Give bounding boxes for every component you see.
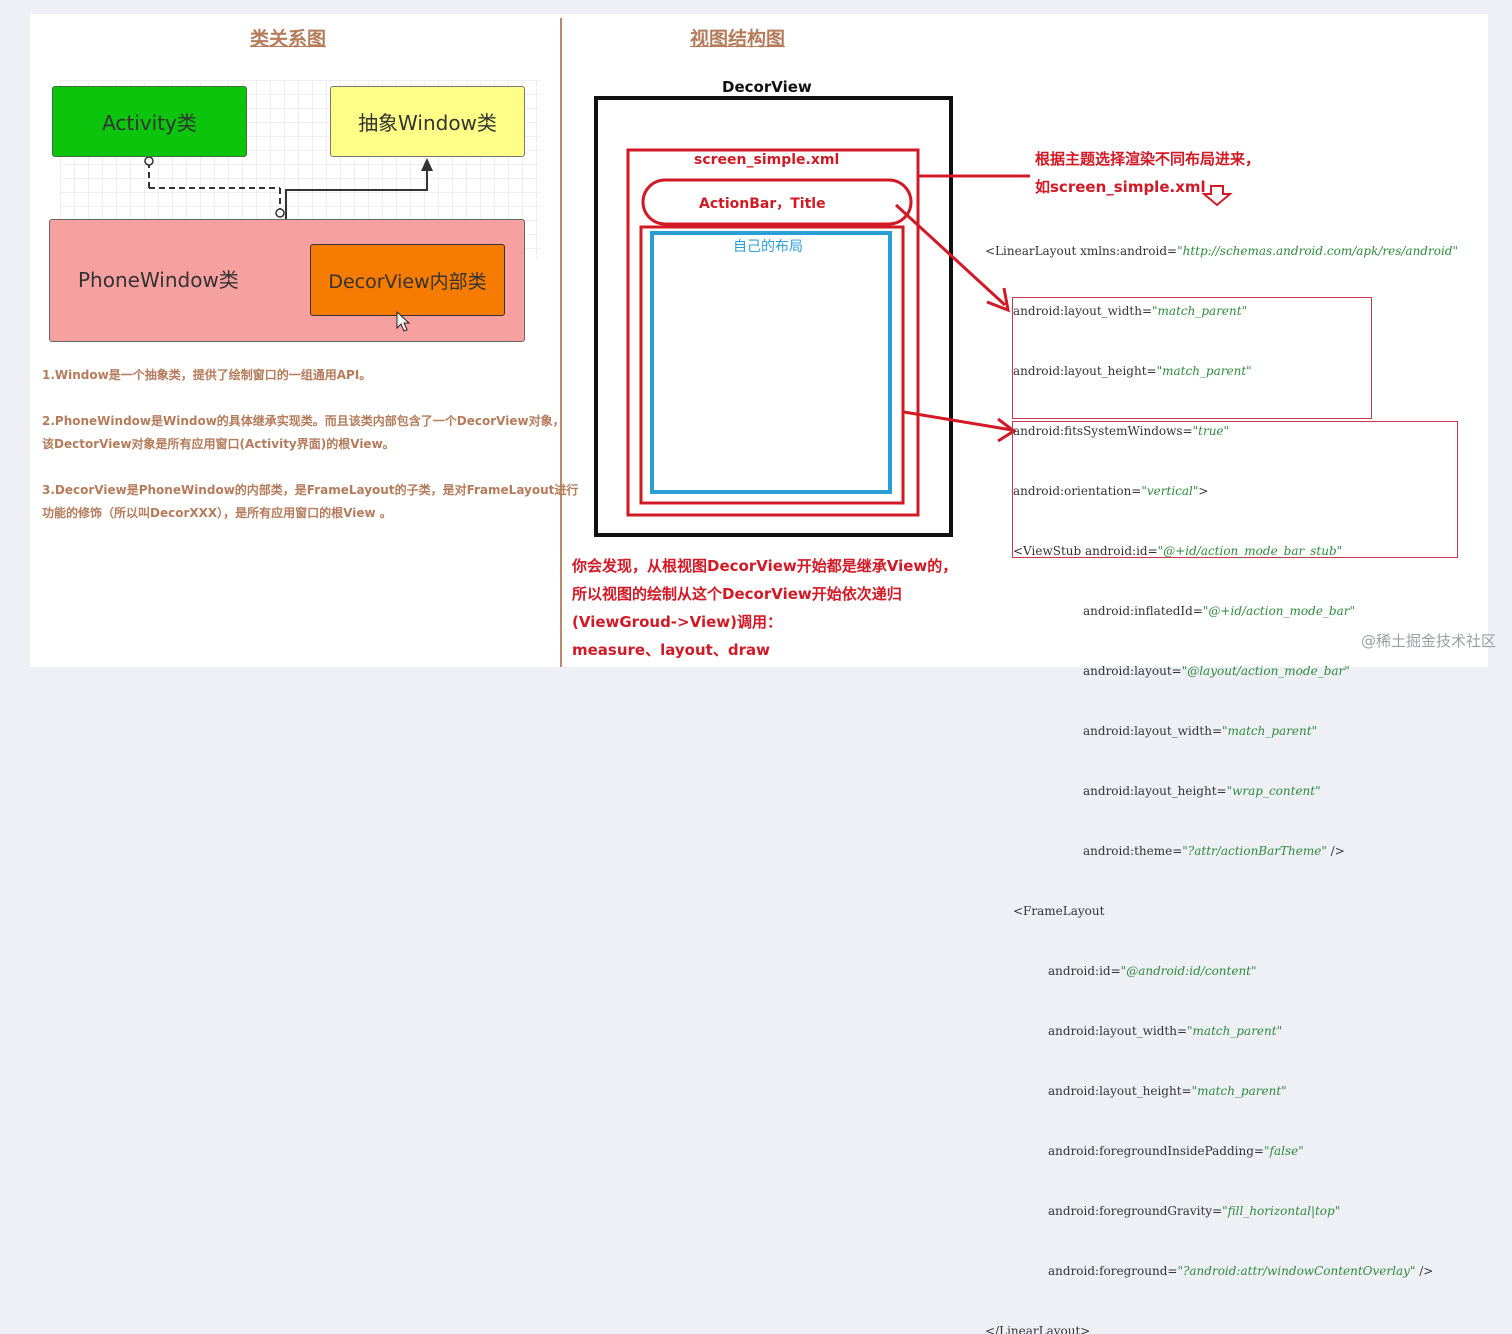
class-connectors xyxy=(144,156,433,219)
bottom-line-4: measure、layout、draw xyxy=(572,641,770,659)
decorview-label: DecorView xyxy=(722,78,812,96)
code-value: "match_parent" xyxy=(1191,1084,1287,1098)
content-frame xyxy=(639,225,905,505)
code-line: android:layout_width="match_parent" xyxy=(985,1021,1458,1041)
code-tag: android:foregroundInsidePadding= xyxy=(1048,1144,1264,1158)
decorview-inner-class-box: DecorView内部类 xyxy=(310,244,505,316)
code-tag: android:layout_width= xyxy=(1048,1024,1188,1038)
code-line: android:layout_width="match_parent" xyxy=(985,721,1458,741)
code-tag: android:orientation= xyxy=(1013,484,1142,498)
code-line: android:layout_height="match_parent" xyxy=(985,1081,1458,1101)
own-layout-label: 自己的布局 xyxy=(733,239,803,255)
screen-simple-frame xyxy=(626,148,920,517)
code-line: android:layout_height="wrap_content" xyxy=(985,781,1458,801)
code-value: "vertical" xyxy=(1141,484,1199,498)
code-value: "match_parent" xyxy=(1156,364,1252,378)
code-value: "wrap_content" xyxy=(1226,784,1321,798)
note-2a: 2.PhoneWindow是Window的具体继承实现类。而且该类内部包含了一个… xyxy=(42,414,565,428)
actionbar-ellipse xyxy=(641,178,913,226)
code-tag: android:layout_height= xyxy=(1013,364,1157,378)
code-tag: android:inflatedId= xyxy=(1083,604,1203,618)
code-tag: </LinearLayout> xyxy=(985,1324,1091,1334)
class-diagram-title: 类关系图 xyxy=(250,28,327,50)
code-line: android:foregroundGravity="fill_horizont… xyxy=(985,1201,1458,1221)
code-line: android:id="@android:id/content" xyxy=(985,961,1458,981)
code-tag: /> xyxy=(1326,844,1345,858)
code-value: "fill_horizontal|top" xyxy=(1222,1204,1341,1218)
code-value: "?android:attr/windowContentOverlay" xyxy=(1177,1264,1416,1278)
note-2b: 该DectorView对象是所有应用窗口(Activity界面)的根View。 xyxy=(42,437,395,451)
annotation-line-1: 根据主题选择渲染不同布局进来， xyxy=(1035,150,1261,168)
code-value: "@+id/action_mode_bar_stub" xyxy=(1157,544,1343,558)
code-line: android:inflatedId="@+id/action_mode_bar… xyxy=(985,601,1458,621)
code-value: "http://schemas.android.com/apk/res/andr… xyxy=(1177,244,1458,258)
code-line: </LinearLayout> xyxy=(985,1321,1458,1334)
code-tag: /> xyxy=(1415,1264,1434,1278)
code-value: "match_parent" xyxy=(1152,304,1248,318)
phonewindow-label: PhoneWindow类 xyxy=(78,268,239,292)
code-value: "@layout/action_mode_bar" xyxy=(1181,664,1350,678)
viewstub-highlight xyxy=(1012,297,1372,419)
code-tag: <LinearLayout xmlns:android= xyxy=(985,244,1178,258)
code-value: "match_parent" xyxy=(1222,724,1318,738)
code-tag: > xyxy=(1198,484,1209,498)
note-1: 1.Window是一个抽象类，提供了绘制窗口的一组通用API。 xyxy=(42,368,372,382)
code-line: android:layout_width="match_parent" xyxy=(985,301,1458,321)
code-line: <LinearLayout xmlns:android="http://sche… xyxy=(985,241,1458,261)
code-tag: android:theme= xyxy=(1083,844,1183,858)
annotation-line-2: 如screen_simple.xml xyxy=(1035,178,1206,196)
code-value: "@+id/action_mode_bar" xyxy=(1202,604,1356,618)
code-line: android:layout_height="match_parent" xyxy=(985,361,1458,381)
watermark: @稀土掘金技术社区 xyxy=(1360,632,1496,650)
code-line: android:theme="?attr/actionBarTheme" /> xyxy=(985,841,1458,861)
code-line: android:fitsSystemWindows="true" xyxy=(985,421,1458,441)
code-line: android:orientation="vertical"> xyxy=(985,481,1458,501)
activity-class-box: Activity类 xyxy=(52,86,247,157)
framelayout-highlight xyxy=(1012,421,1458,558)
code-value: "false" xyxy=(1263,1144,1304,1158)
screen-simple-label: screen_simple.xml xyxy=(694,152,840,168)
code-tag: <FrameLayout xyxy=(1013,904,1105,918)
code-tag: android:layout_width= xyxy=(1083,724,1223,738)
own-layout-frame xyxy=(650,231,892,494)
code-value: "@android:id/content" xyxy=(1120,964,1257,978)
code-tag: <ViewStub android:id= xyxy=(1013,544,1158,558)
xml-code-listing: <LinearLayout xmlns:android="http://sche… xyxy=(985,201,1458,1334)
note-3a: 3.DecorView是PhoneWindow的内部类，是FrameLayout… xyxy=(42,483,579,497)
bottom-line-1: 你会发现，从根视图DecorView开始都是继承View的， xyxy=(572,557,958,575)
bottom-line-3: (ViewGroud->View)调用： xyxy=(572,613,782,631)
code-tag: android:layout= xyxy=(1083,664,1182,678)
decorview-frame xyxy=(594,96,953,537)
note-3b: 功能的修饰（所以叫DecorXXX），是所有应用窗口的根View 。 xyxy=(42,506,392,520)
view-structure-diagram xyxy=(594,96,1233,537)
section-divider xyxy=(560,18,562,667)
bottom-line-2: 所以视图的绘制从这个DecorView开始依次递归 xyxy=(572,585,902,603)
code-tag: android:fitsSystemWindows= xyxy=(1013,424,1193,438)
code-tag: android:id= xyxy=(1048,964,1121,978)
code-line: <ViewStub android:id="@+id/action_mode_b… xyxy=(985,541,1458,561)
code-line: android:foregroundInsidePadding="false" xyxy=(985,1141,1458,1161)
code-tag: android:foregroundGravity= xyxy=(1048,1204,1223,1218)
code-tag: android:layout_height= xyxy=(1048,1084,1192,1098)
window-class-box: 抽象Window类 xyxy=(330,86,525,157)
actionbar-title-label: ActionBar，Title xyxy=(699,196,826,212)
code-line: android:foreground="?android:attr/window… xyxy=(985,1261,1458,1281)
code-value: "match_parent" xyxy=(1187,1024,1283,1038)
view-structure-title: 视图结构图 xyxy=(690,28,786,50)
code-tag: android:layout_height= xyxy=(1083,784,1227,798)
cursor-icon xyxy=(396,310,411,332)
code-tag: android:foreground= xyxy=(1048,1264,1178,1278)
code-tag: android:layout_width= xyxy=(1013,304,1153,318)
code-line: <FrameLayout xyxy=(985,901,1458,921)
code-value: "true" xyxy=(1192,424,1230,438)
code-value: "?attr/actionBarTheme" xyxy=(1182,844,1327,858)
code-line: android:layout="@layout/action_mode_bar" xyxy=(985,661,1458,681)
